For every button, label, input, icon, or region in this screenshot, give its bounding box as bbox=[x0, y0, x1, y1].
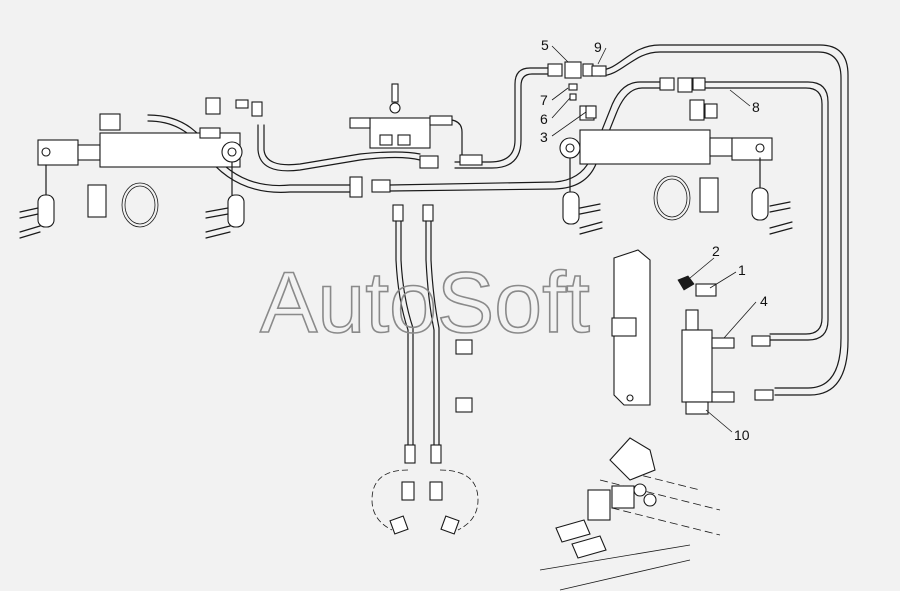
callout-3: 3 bbox=[540, 129, 548, 145]
callout-10: 10 bbox=[734, 427, 750, 443]
callout-5: 5 bbox=[541, 37, 549, 53]
callout-2: 2 bbox=[712, 243, 720, 259]
watermark-text: AutoSoft bbox=[260, 255, 590, 351]
callout-8: 8 bbox=[752, 99, 760, 115]
bracket-plate bbox=[611, 249, 651, 406]
callout-9: 9 bbox=[594, 39, 602, 55]
hose-center-upper bbox=[454, 67, 556, 169]
fittings-top bbox=[547, 61, 706, 119]
right-cylinder bbox=[559, 99, 773, 165]
callout-6: 6 bbox=[540, 111, 548, 127]
hose-8 bbox=[704, 81, 829, 341]
callout-1: 1 bbox=[738, 262, 746, 278]
callouts: 1 2 3 4 5 6 7 8 9 10 bbox=[540, 37, 768, 443]
hose-9 bbox=[599, 44, 849, 396]
left-cylinder bbox=[37, 97, 263, 168]
left-pins bbox=[19, 161, 245, 239]
right-pins bbox=[562, 157, 793, 235]
couplers-bottom bbox=[371, 469, 479, 535]
hose-vertical bbox=[392, 204, 473, 464]
callout-4: 4 bbox=[760, 293, 768, 309]
small-cylinder bbox=[677, 275, 774, 415]
frame-bottom bbox=[539, 437, 721, 591]
leader-lines bbox=[551, 45, 757, 433]
center-manifold bbox=[349, 83, 483, 198]
callout-7: 7 bbox=[540, 92, 548, 108]
